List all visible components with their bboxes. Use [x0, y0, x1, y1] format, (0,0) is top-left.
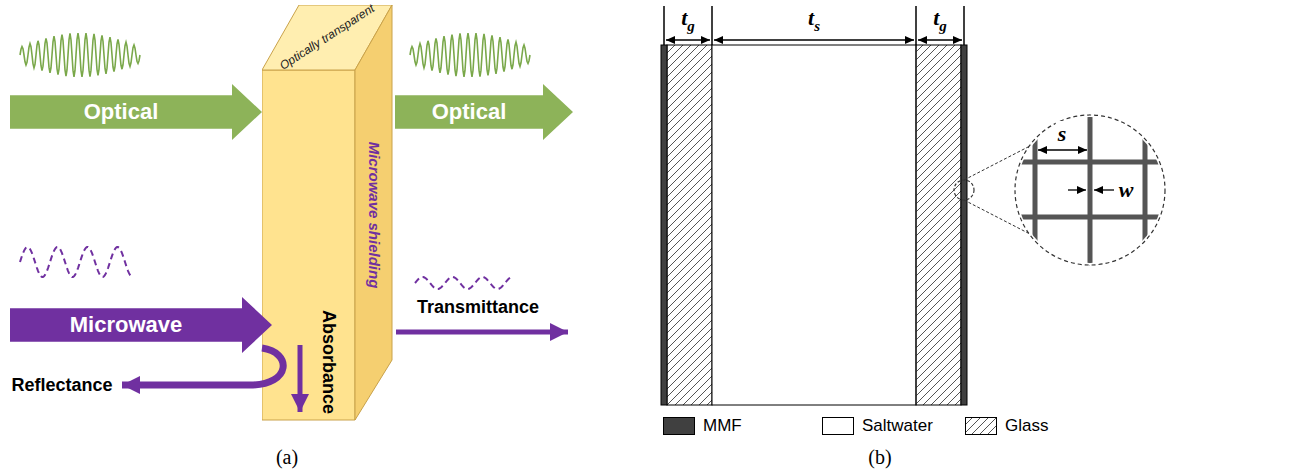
- symbol: t: [681, 5, 687, 30]
- zoom-spot: [954, 180, 974, 200]
- face-label: Microwave shielding: [366, 142, 383, 289]
- optical-arrow: Optical: [395, 84, 573, 140]
- arrow-label: Optical: [432, 99, 507, 125]
- dimension-label: s: [1056, 121, 1069, 147]
- hatch-sample: [966, 418, 997, 435]
- legend-text: MMF: [703, 416, 742, 436]
- waves: [20, 33, 530, 289]
- legend-text: Glass: [1005, 416, 1048, 436]
- reflectance-arrow: [122, 348, 283, 385]
- dimension-arrow: [918, 39, 962, 41]
- legend-swatch: [663, 417, 695, 435]
- extension-line: [711, 6, 713, 45]
- extension-line: [963, 6, 965, 45]
- legend-item: Saltwater: [822, 416, 933, 436]
- panel-label: (a): [276, 446, 298, 469]
- mesh-grid: [1000, 100, 1180, 280]
- legend-swatch: [822, 417, 854, 435]
- extension-line: [915, 6, 917, 45]
- arrow-label: Optical: [84, 99, 159, 125]
- wave: [410, 33, 530, 77]
- mesh-wire: [1143, 100, 1148, 280]
- dimension-arrow: [666, 39, 710, 41]
- mesh-wire: [1088, 100, 1093, 280]
- optical-arrow: Optical: [10, 84, 262, 140]
- dimension-label: tg: [679, 5, 697, 34]
- side-face: [355, 5, 392, 420]
- block-arrow: [10, 297, 272, 353]
- legend-swatch: [965, 417, 997, 435]
- width-arrow: [1094, 189, 1114, 190]
- microwave-arrow: Microwave: [10, 297, 272, 353]
- front-face: [262, 70, 355, 420]
- transmittance-label: Transmittance: [417, 297, 539, 318]
- subscript: g: [939, 18, 947, 34]
- mesh-wire: [1000, 215, 1180, 220]
- absorbance-arrow: [298, 345, 303, 412]
- subscript: g: [687, 18, 695, 34]
- wave: [20, 247, 132, 277]
- dimension-label: w: [1117, 177, 1136, 203]
- mesh-wire: [1000, 160, 1180, 165]
- legend-text: Saltwater: [862, 416, 933, 436]
- symbol: t: [933, 5, 939, 30]
- wave: [20, 33, 140, 77]
- transmittance-arrow: [396, 330, 568, 335]
- symbol: t: [808, 5, 814, 30]
- subscript: s: [814, 18, 820, 34]
- block-arrow: [395, 84, 573, 140]
- glass-layer: [916, 45, 961, 405]
- absorbance-label: Absorbance: [318, 310, 339, 414]
- spacing-arrow: [1038, 149, 1087, 150]
- dimension-arrow: [714, 39, 914, 41]
- arrow-label: Microwave: [70, 312, 183, 338]
- mesh-wire: [1033, 100, 1038, 280]
- width-arrow: [1068, 189, 1086, 190]
- reflectance-label: Reflectance: [11, 375, 112, 396]
- panel-label: (b): [868, 446, 891, 469]
- legend-item: MMF: [663, 416, 742, 436]
- dimension-label: tg: [931, 5, 949, 34]
- extension-line: [663, 6, 665, 45]
- dimension-label: ts: [806, 5, 822, 34]
- wave: [415, 277, 512, 289]
- dimension-lines: [664, 6, 964, 45]
- mmf-layer: [961, 45, 967, 405]
- legend-item: Glass: [965, 416, 1048, 436]
- glass-layer: [667, 45, 712, 405]
- saltwater-layer: [712, 45, 916, 405]
- block-arrow: [10, 84, 262, 140]
- mmf-layer: [661, 45, 667, 405]
